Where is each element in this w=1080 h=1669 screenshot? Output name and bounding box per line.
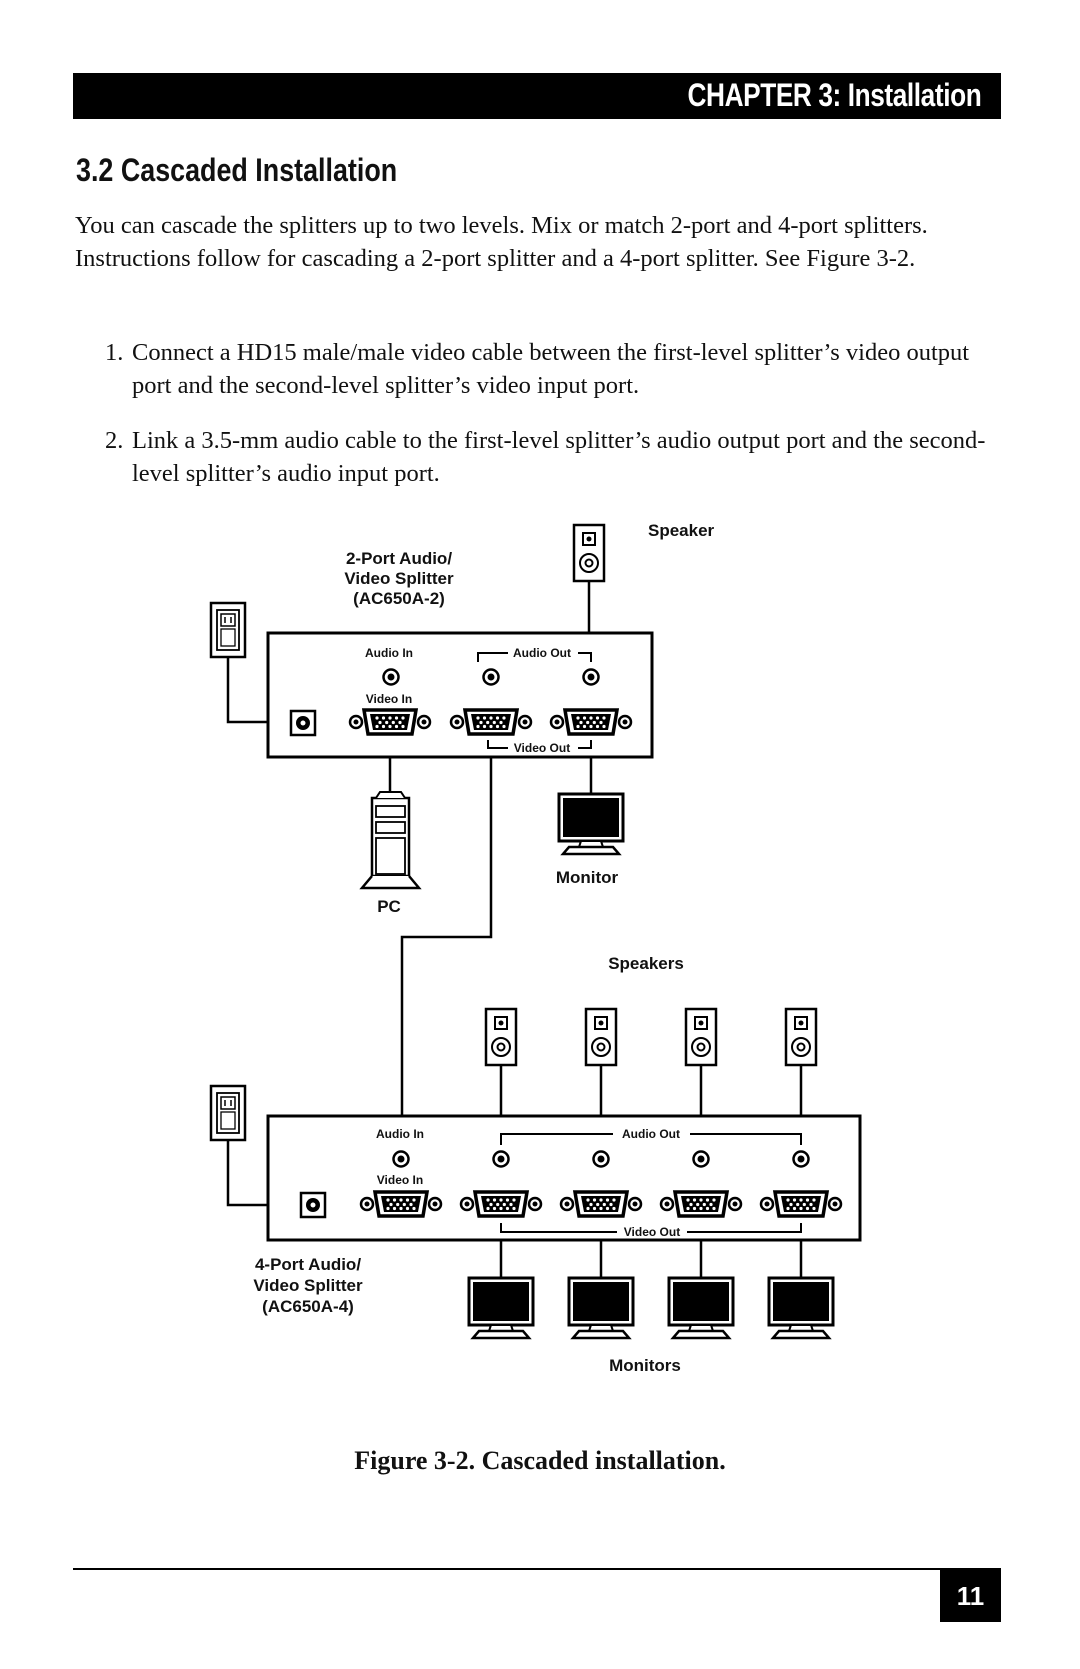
splitter2-label-line1: 2-Port Audio/ <box>346 549 452 568</box>
speaker-label: Speaker <box>648 521 715 540</box>
speakers-label: Speakers <box>608 954 684 973</box>
step-item: 1. Connect a HD15 male/male video cable … <box>75 337 1005 402</box>
cascaded-installation-diagram: Speaker 2-Port Audio/ Video Splitter (AC… <box>209 521 862 1375</box>
audio-out-jack-2 <box>582 668 600 686</box>
audio-in-jack-4port <box>392 1150 410 1168</box>
speaker-top <box>572 523 606 583</box>
power-outlet-top <box>209 601 247 659</box>
splitter4-label-line3: (AC650A-4) <box>262 1297 354 1316</box>
splitter-2port-box <box>266 631 654 759</box>
step-item: 2. Link a 3.5-mm audio cable to the firs… <box>75 425 1005 490</box>
intro-paragraph: You can cascade the splitters up to two … <box>75 212 928 272</box>
pc-icon <box>359 791 422 890</box>
audio-out-label-4port: Audio Out <box>622 1127 680 1141</box>
step-text: Connect a HD15 male/male video cable bet… <box>132 339 970 399</box>
monitor-label: Monitor <box>556 868 619 887</box>
monitor-4 <box>767 1276 835 1340</box>
audio-out-jack-1 <box>482 668 500 686</box>
splitter4-label-line2: Video Splitter <box>253 1276 363 1295</box>
splitter2-label-line2: Video Splitter <box>344 569 454 588</box>
instruction-steps: 1. Connect a HD15 male/male video cable … <box>75 337 1005 513</box>
audio-out-jack-4port-3 <box>692 1150 710 1168</box>
splitter-4port-box <box>266 1114 862 1242</box>
chapter-header-bar: CHAPTER 3: Installation <box>73 73 1001 119</box>
page-number: 11 <box>956 1581 985 1611</box>
splitter2-label-line3: (AC650A-2) <box>353 589 445 608</box>
monitor-top <box>557 792 625 856</box>
monitors-label: Monitors <box>609 1356 681 1375</box>
video-in-label-4port: Video In <box>377 1173 423 1187</box>
video-out-label-4port: Video Out <box>624 1225 680 1239</box>
speaker-3 <box>684 1007 718 1067</box>
audio-out-jack-4port-1 <box>492 1150 510 1168</box>
pc-label: PC <box>377 897 401 916</box>
step-text: Link a 3.5-mm audio cable to the first-l… <box>132 427 986 487</box>
figure-caption: Figure 3-2. Cascaded installation. <box>354 1446 726 1475</box>
cascade-cable <box>400 757 493 1117</box>
step-number: 2. <box>105 427 124 454</box>
footer-rule <box>73 1568 1001 1570</box>
audio-out-jack-4port-2 <box>592 1150 610 1168</box>
monitor-2 <box>567 1276 635 1340</box>
speaker-2 <box>584 1007 618 1067</box>
audio-in-jack <box>382 668 400 686</box>
audio-in-label-4port: Audio In <box>376 1127 424 1141</box>
step-number: 1. <box>105 339 124 366</box>
chapter-title: CHAPTER 3: Installation <box>687 77 981 113</box>
power-outlet-bottom <box>209 1084 247 1142</box>
speaker-1 <box>484 1007 518 1067</box>
section-title: 3.2 Cascaded Installation <box>76 152 398 188</box>
splitter4-label-line1: 4-Port Audio/ <box>255 1255 361 1274</box>
monitor-3 <box>667 1276 735 1340</box>
audio-out-label: Audio Out <box>513 646 571 660</box>
page-number-box: 11 <box>940 1570 1001 1622</box>
video-in-label: Video In <box>366 692 412 706</box>
monitor-1 <box>467 1276 535 1340</box>
speaker-4 <box>784 1007 818 1067</box>
video-out-label: Video Out <box>514 741 570 755</box>
audio-in-label: Audio In <box>365 646 413 660</box>
audio-out-jack-4port-4 <box>792 1150 810 1168</box>
